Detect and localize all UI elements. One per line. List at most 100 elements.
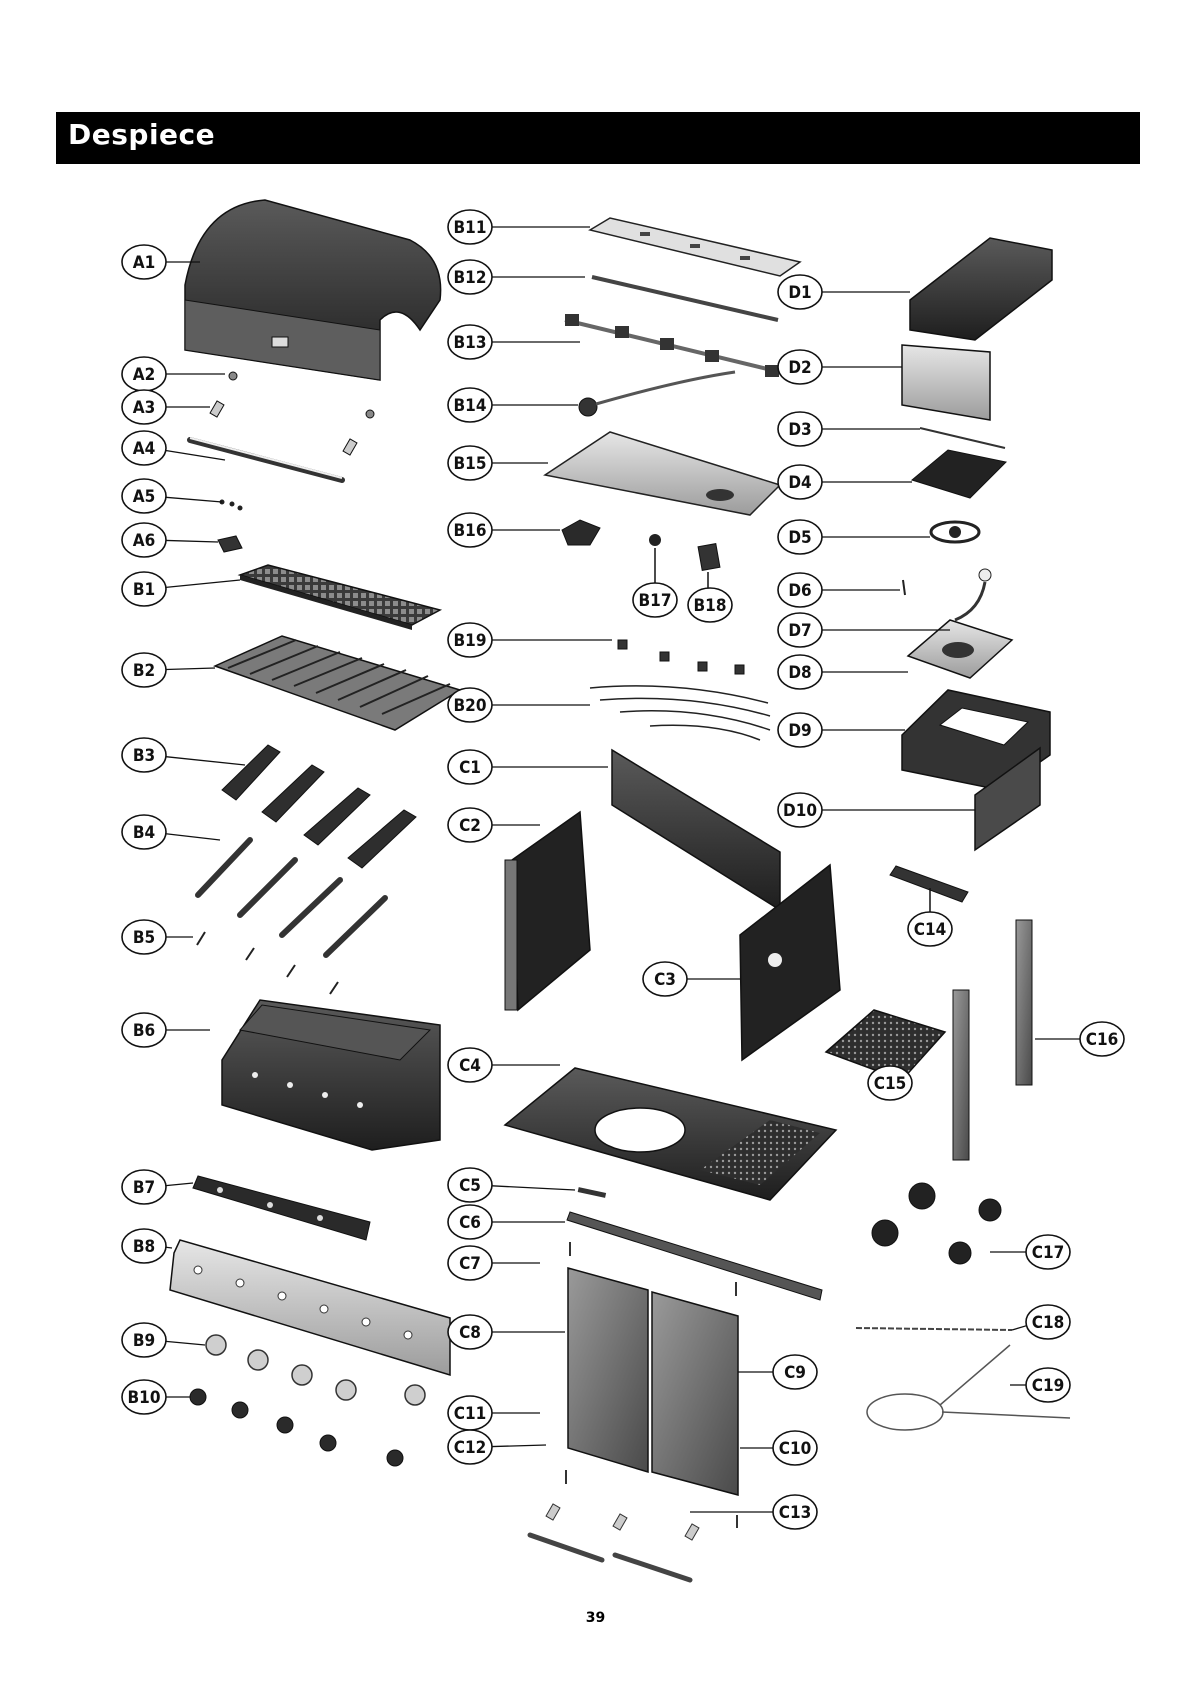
callout-label-d7: D7 (788, 621, 811, 641)
part-B13-gas-manifold (565, 314, 780, 377)
part-B6-firebox (222, 1000, 440, 1150)
callout-label-d5: D5 (788, 528, 811, 548)
part-D4-side-grid (912, 450, 1006, 498)
part-D5-burner-grate (931, 522, 979, 542)
part-B19-valves (618, 640, 744, 674)
callout-label-c12: C12 (454, 1438, 487, 1458)
callout-label-d4: D4 (788, 473, 811, 493)
callout-label-d6: D6 (788, 581, 811, 601)
callout-label-d8: D8 (788, 663, 811, 683)
callout-label-c16: C16 (1086, 1030, 1119, 1050)
callout-label-c14: C14 (914, 920, 947, 940)
part-B17-igniter-button (649, 534, 661, 583)
callout-label-d9: D9 (788, 721, 811, 741)
part-C16-legs (953, 920, 1032, 1160)
callout-label-c9: C9 (784, 1363, 806, 1383)
callout-label-b11: B11 (454, 218, 487, 238)
leader-line-b4 (166, 834, 220, 840)
callout-label-b12: B12 (454, 268, 487, 288)
leader-line-a6 (166, 540, 218, 542)
callout-label-a1: A1 (133, 253, 155, 273)
callout-label-b13: B13 (454, 333, 487, 353)
callout-label-c18: C18 (1032, 1313, 1065, 1333)
callout-label-c15: C15 (874, 1074, 907, 1094)
leader-line-b2 (166, 668, 215, 670)
callout-label-a4: A4 (133, 439, 155, 459)
leader-line-b1 (166, 580, 240, 587)
part-C14-door-handle (890, 866, 968, 915)
part-D8-burner-tray (908, 620, 1012, 678)
part-B12-crossbar (592, 277, 778, 320)
leader-line-b9 (166, 1341, 205, 1345)
callout-label-b9: B9 (133, 1331, 155, 1351)
callout-label-b19: B19 (454, 631, 487, 651)
part-A2-nut (229, 372, 374, 418)
part-shapes (170, 200, 1070, 1580)
callout-label-c5: C5 (459, 1176, 481, 1196)
callout-label-c7: C7 (459, 1254, 481, 1274)
part-C9-right-door (652, 1292, 738, 1495)
callout-label-c8: C8 (459, 1323, 481, 1343)
leader-line-a4 (166, 450, 225, 460)
part-B3-flame-tamers (222, 745, 416, 868)
callout-label-c1: C1 (459, 758, 481, 778)
callout-label-c19: C19 (1032, 1376, 1065, 1396)
part-A1-lid (185, 200, 441, 380)
part-B7-heat-shield (193, 1176, 370, 1240)
callout-label-b15: B15 (454, 454, 487, 474)
leader-line-c18 (1012, 1326, 1027, 1330)
callout-label-b8: B8 (133, 1237, 155, 1257)
callout-label-c10: C10 (779, 1439, 812, 1459)
part-B14-regulator-hose (579, 372, 735, 416)
callout-label-b10: B10 (128, 1388, 161, 1408)
part-C1-back-panel (612, 750, 780, 910)
callout-label-c2: C2 (459, 816, 481, 836)
callout-label-b16: B16 (454, 521, 487, 541)
part-B5-electrodes (197, 932, 338, 994)
part-B11-top-plate (590, 218, 800, 276)
callout-label-b2: B2 (133, 661, 155, 681)
part-C12-casters (546, 1504, 699, 1540)
callout-label-d3: D3 (788, 420, 811, 440)
part-B16-grease-cup (562, 520, 600, 545)
part-C18-rod (856, 1328, 1012, 1330)
callout-label-c13: C13 (779, 1503, 812, 1523)
callout-label-b17: B17 (639, 591, 672, 611)
part-A5-screws (220, 500, 243, 511)
leader-line-b8 (166, 1247, 172, 1248)
callout-label-b7: B7 (133, 1178, 155, 1198)
callout-label-b1: B1 (133, 580, 155, 600)
part-C4-bottom-shelf (505, 1068, 836, 1200)
leader-line-c5 (492, 1186, 575, 1190)
part-C2-side-panel (505, 812, 590, 1010)
callout-label-b3: B3 (133, 746, 155, 766)
part-C8-left-door (568, 1268, 648, 1472)
part-D2-side-panel (902, 345, 990, 420)
callout-label-d2: D2 (788, 358, 811, 378)
part-B2-cooking-grids (215, 636, 460, 730)
part-D3-hinge-rod (920, 428, 1005, 448)
part-B18-igniter-module (698, 544, 720, 590)
part-C5-bracket (578, 1187, 606, 1198)
part-B10-control-knobs (190, 1389, 403, 1466)
callout-label-b18: B18 (694, 596, 727, 616)
part-A4-handle (190, 438, 342, 480)
callout-label-c17: C17 (1032, 1243, 1065, 1263)
callout-label-c11: C11 (454, 1404, 487, 1424)
callout-label-b14: B14 (454, 396, 487, 416)
leader-line-b7 (166, 1183, 193, 1186)
part-A3-spacer (210, 401, 357, 455)
callout-label-c6: C6 (459, 1213, 481, 1233)
part-D1-side-burner-lid (910, 238, 1052, 340)
callout-label-b4: B4 (133, 823, 155, 843)
callout-label-a6: A6 (133, 531, 155, 551)
callout-label-b5: B5 (133, 928, 155, 948)
part-C13-axles (530, 1535, 690, 1580)
callout-label-c3: C3 (654, 970, 676, 990)
part-B1-warming-rack (240, 565, 440, 630)
callout-label-c4: C4 (459, 1056, 481, 1076)
callout-label-d10: D10 (783, 801, 817, 821)
leader-line-c12 (492, 1445, 546, 1447)
part-D6-electrode (903, 580, 905, 595)
